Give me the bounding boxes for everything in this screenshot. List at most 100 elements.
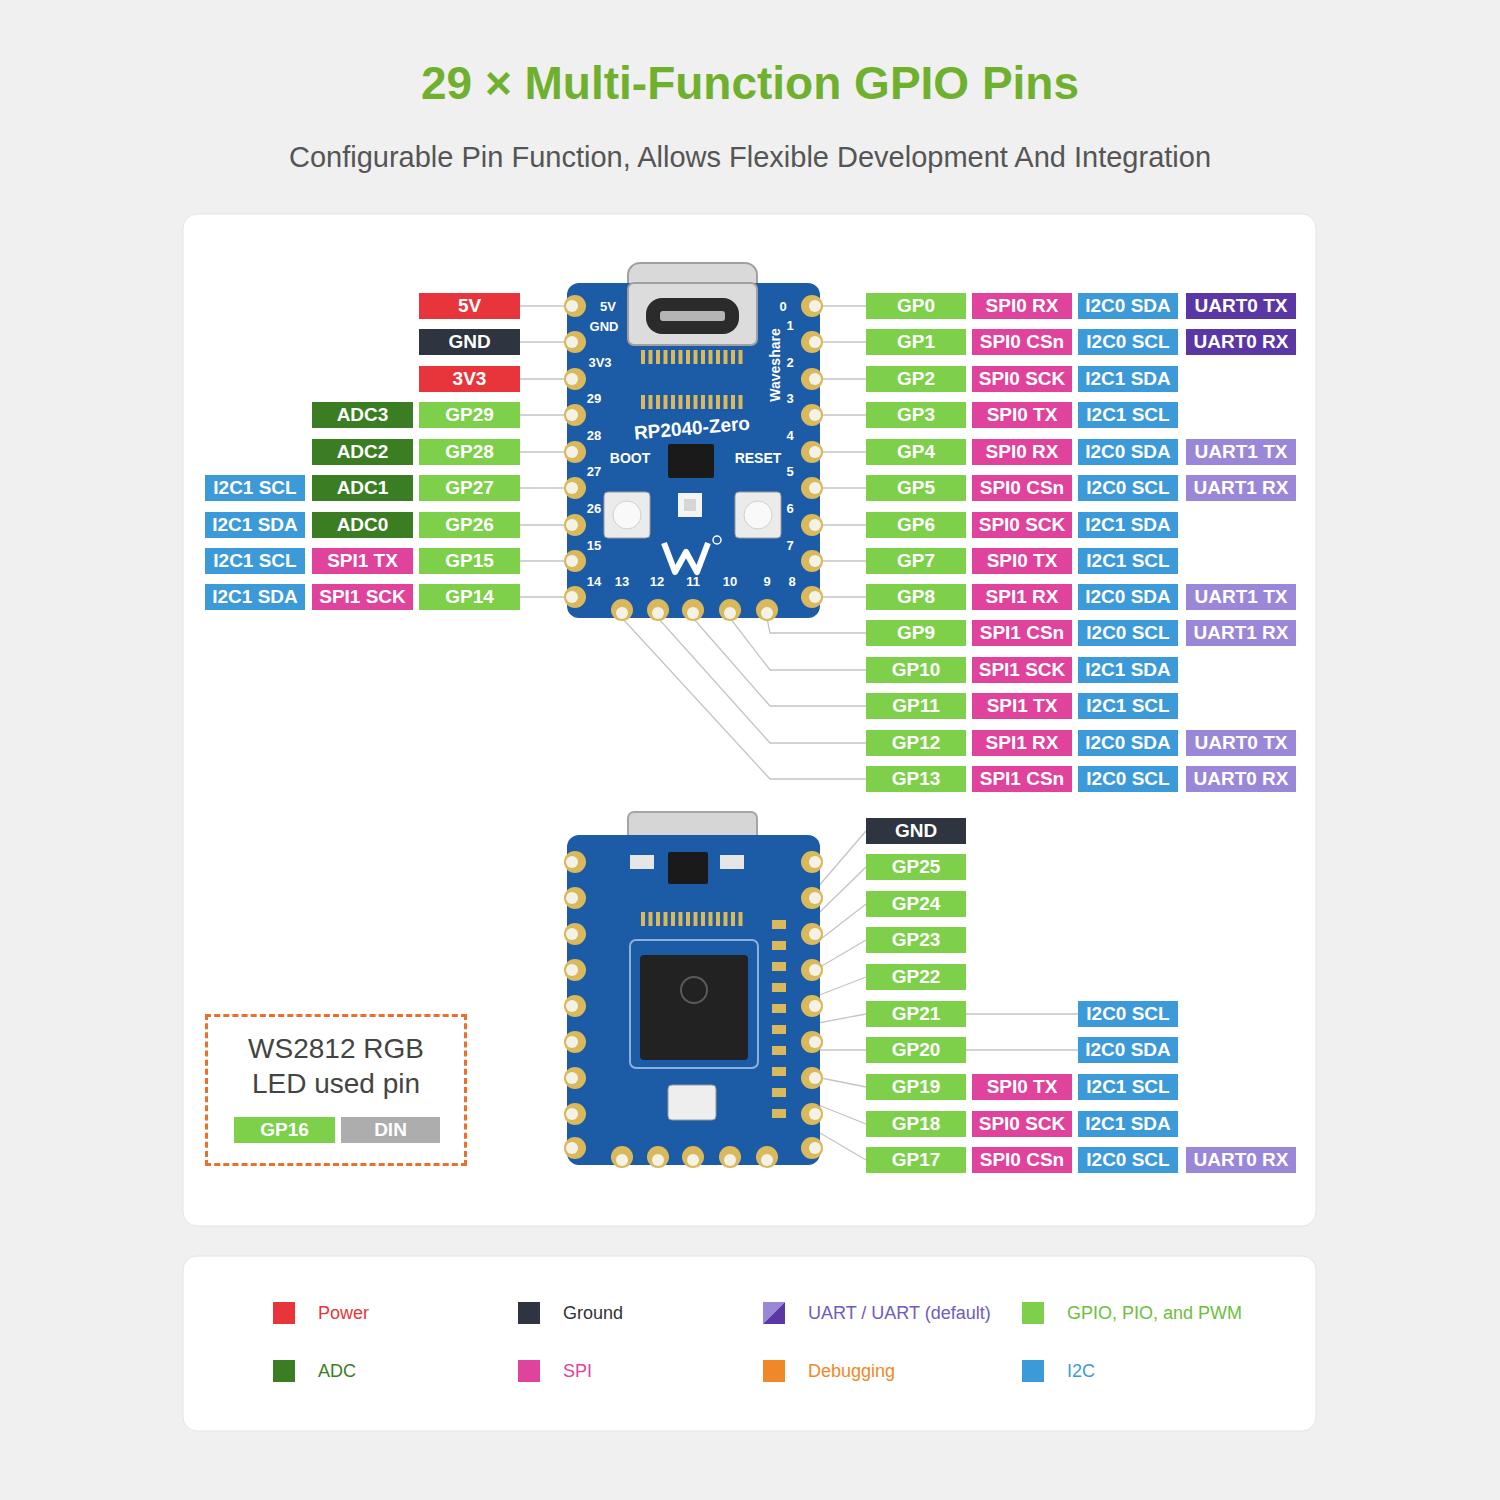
castellated-pad — [611, 1146, 633, 1168]
button-cap — [613, 501, 641, 529]
smd-pad — [656, 395, 660, 409]
pad-hole — [809, 1108, 821, 1120]
adc-tag: ADC1 — [312, 475, 413, 501]
i2c-tag: I2C0 SCL — [1078, 475, 1178, 501]
pad-hole — [566, 336, 578, 348]
castellated-pad — [801, 1067, 823, 1089]
legend-swatch — [518, 1302, 540, 1324]
silkscreen-label: 9 — [763, 575, 770, 588]
leader-line — [820, 451, 866, 452]
uart-tag: UART1 RX — [1186, 620, 1296, 646]
ground-tag: GND — [419, 329, 520, 355]
castellated-pad — [564, 959, 586, 981]
pin-label: I2C1 SDA — [1085, 1113, 1171, 1135]
ground-tag: GND — [866, 818, 966, 844]
page-title: 29 × Multi-Function GPIO Pins — [0, 55, 1500, 111]
i2c-tag: I2C0 SCL — [1078, 1147, 1178, 1173]
pad-hole — [809, 856, 821, 868]
i2c-tag: I2C0 SDA — [1078, 730, 1178, 756]
pin-label: GP10 — [892, 659, 941, 681]
pin-label: I2C1 SCL — [1086, 404, 1169, 426]
pad-hole — [809, 1000, 821, 1012]
pin-label: GP17 — [892, 1149, 941, 1171]
adc-tag: ADC0 — [312, 512, 413, 538]
smd-pad — [641, 350, 645, 364]
spi-tag: SPI0 CSn — [972, 475, 1072, 501]
pin-label: GP22 — [892, 966, 941, 988]
panel-card — [183, 214, 1316, 1226]
pad-hole — [566, 591, 578, 603]
smd-pad — [731, 350, 735, 364]
legend-label: Debugging — [808, 1360, 895, 1382]
legend-label: I2C — [1067, 1360, 1095, 1382]
pad-hole — [809, 446, 821, 458]
pin-label: SPI0 TX — [987, 550, 1058, 572]
spi-tag: SPI0 TX — [972, 548, 1072, 574]
pad-hole — [566, 409, 578, 421]
test-pad — [772, 1004, 786, 1013]
smd-pad — [679, 350, 683, 364]
test-pad — [772, 1067, 786, 1076]
pin-label: GP19 — [892, 1076, 941, 1098]
castellated-pad — [564, 295, 586, 317]
pin-label: I2C0 SDA — [1085, 586, 1171, 608]
gpio-tag: GP2 — [866, 366, 966, 392]
gpio-tag: GP3 — [866, 402, 966, 428]
board-back — [564, 812, 823, 1168]
leader-line — [820, 524, 866, 525]
gpio-tag: GP22 — [866, 964, 966, 990]
pin-label: UART1 TX — [1195, 586, 1288, 608]
castellated-pad — [801, 368, 823, 390]
smd-pad — [664, 395, 668, 409]
pin-label: UART0 TX — [1195, 732, 1288, 754]
regulator-chip — [668, 444, 714, 478]
gpio-tag: GP25 — [866, 854, 966, 880]
pad-hole — [652, 607, 664, 619]
pin-label: SPI0 TX — [987, 404, 1058, 426]
pad-hole — [724, 607, 736, 619]
pad-hole — [616, 1154, 628, 1166]
castellated-pad — [564, 1067, 586, 1089]
leader-line — [820, 414, 866, 415]
castellated-pad — [801, 514, 823, 536]
din-tag: DIN — [341, 1117, 440, 1143]
pin-label: SPI1 SCK — [979, 659, 1066, 681]
castellated-pad — [801, 995, 823, 1017]
pad-hole — [566, 519, 578, 531]
castellated-pad — [564, 477, 586, 499]
castellated-pad — [801, 1137, 823, 1159]
page-subtitle: Configurable Pin Function, Allows Flexib… — [0, 138, 1500, 176]
smd-pad — [649, 350, 653, 364]
pin-label: UART0 RX — [1193, 331, 1288, 353]
pin-label: GP27 — [445, 477, 494, 499]
pin-label: I2C1 SDA — [212, 586, 298, 608]
leader-line — [622, 618, 866, 779]
spi-tag: SPI0 SCK — [972, 1111, 1072, 1137]
legend-label: SPI — [563, 1360, 592, 1382]
leader-line — [520, 524, 567, 525]
silkscreen-label: 6 — [786, 502, 793, 515]
leader-line — [966, 1049, 1078, 1050]
pad-hole — [809, 964, 821, 976]
uart-tag: UART0 RX — [1186, 766, 1296, 792]
castellated-pad — [564, 923, 586, 945]
legend-label: Ground — [563, 1302, 623, 1324]
leader-line — [520, 487, 567, 488]
gpio-tag: GP14 — [419, 584, 520, 610]
smd-pad — [701, 350, 705, 364]
pin-label: GP6 — [897, 514, 935, 536]
pin-label: I2C1 SDA — [1085, 659, 1171, 681]
castellated-pad — [564, 331, 586, 353]
silkscreen-label: 29 — [587, 392, 601, 405]
spi-tag: SPI0 RX — [972, 439, 1072, 465]
pin-label: SPI0 CSn — [980, 1149, 1064, 1171]
smd-pad — [664, 350, 668, 364]
legend-label: UART / UART (default) — [808, 1302, 991, 1324]
gpio-tag: GP8 — [866, 584, 966, 610]
smd-pad — [709, 395, 713, 409]
pin-label: SPI1 TX — [987, 695, 1058, 717]
test-pad — [772, 941, 786, 950]
spi-tag: SPI0 CSn — [972, 1147, 1072, 1173]
pin-label: I2C0 SCL — [1086, 1003, 1169, 1025]
